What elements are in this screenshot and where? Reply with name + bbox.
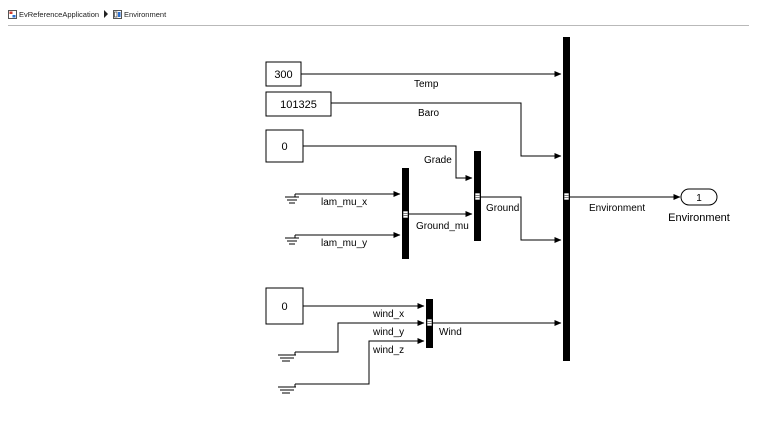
bus-creator-lam-mu[interactable]	[402, 168, 409, 259]
signal-line-ground[interactable]	[481, 196, 562, 243]
constant-block-wind[interactable]: 0	[265, 287, 304, 325]
signal-label-temp: Temp	[414, 79, 439, 90]
breadcrumb-item-evreferenceapplication[interactable]: EvReferenceApplication	[8, 9, 100, 19]
bus-creator-environment[interactable]	[563, 37, 570, 361]
ground-block-wind-y[interactable]	[278, 352, 296, 362]
breadcrumb: EvReferenceApplication Environment	[8, 6, 166, 22]
outport-environment[interactable]: 1 Environment	[668, 188, 730, 224]
constant-value: 300	[274, 69, 292, 81]
constant-block-grade[interactable]: 0	[265, 129, 304, 163]
signal-line-wind-y[interactable]	[295, 320, 425, 353]
triangle-right-icon	[104, 10, 109, 18]
constant-value: 0	[281, 141, 287, 153]
constant-value: 0	[281, 301, 287, 313]
signal-label-wind-z: wind_z	[372, 345, 404, 356]
signal-line-grade[interactable]	[303, 145, 473, 181]
signal-label-lam-mu-y: lam_mu_y	[321, 238, 367, 249]
signal-label-wind: Wind	[439, 327, 462, 338]
constant-value: 101325	[280, 99, 317, 111]
constant-block-temp[interactable]: 300	[265, 61, 302, 87]
constant-block-baro[interactable]: 101325	[265, 91, 332, 117]
outport-number: 1	[696, 193, 702, 204]
signal-label-baro: Baro	[418, 108, 440, 119]
signal-label-wind-y: wind_y	[372, 327, 404, 338]
model-icon	[8, 9, 17, 19]
signal-line-baro[interactable]	[331, 102, 562, 159]
breadcrumb-label: EvReferenceApplication	[19, 9, 100, 19]
signal-label-ground: Ground	[486, 203, 519, 214]
ground-block-wind-z[interactable]	[278, 384, 296, 394]
breadcrumb-label: Environment	[124, 9, 167, 19]
signal-label-environment: Environment	[589, 203, 645, 214]
bus-creator-ground[interactable]	[474, 151, 481, 241]
signal-label-ground-mu: Ground_mu	[416, 221, 469, 232]
signal-label-wind-x: wind_x	[372, 309, 404, 320]
ground-block-lam-mu-x[interactable]	[285, 194, 299, 204]
subsystem-icon	[113, 9, 123, 19]
signal-label-grade: Grade	[424, 155, 452, 166]
breadcrumb-item-environment[interactable]: Environment	[113, 9, 167, 19]
toolbar-divider	[8, 25, 749, 26]
outport-label: Environment	[668, 212, 730, 224]
bus-creator-wind[interactable]	[426, 299, 433, 348]
signal-label-lam-mu-x: lam_mu_x	[321, 197, 367, 208]
signal-line-wind-z[interactable]	[295, 338, 425, 385]
ground-block-lam-mu-y[interactable]	[285, 235, 299, 245]
